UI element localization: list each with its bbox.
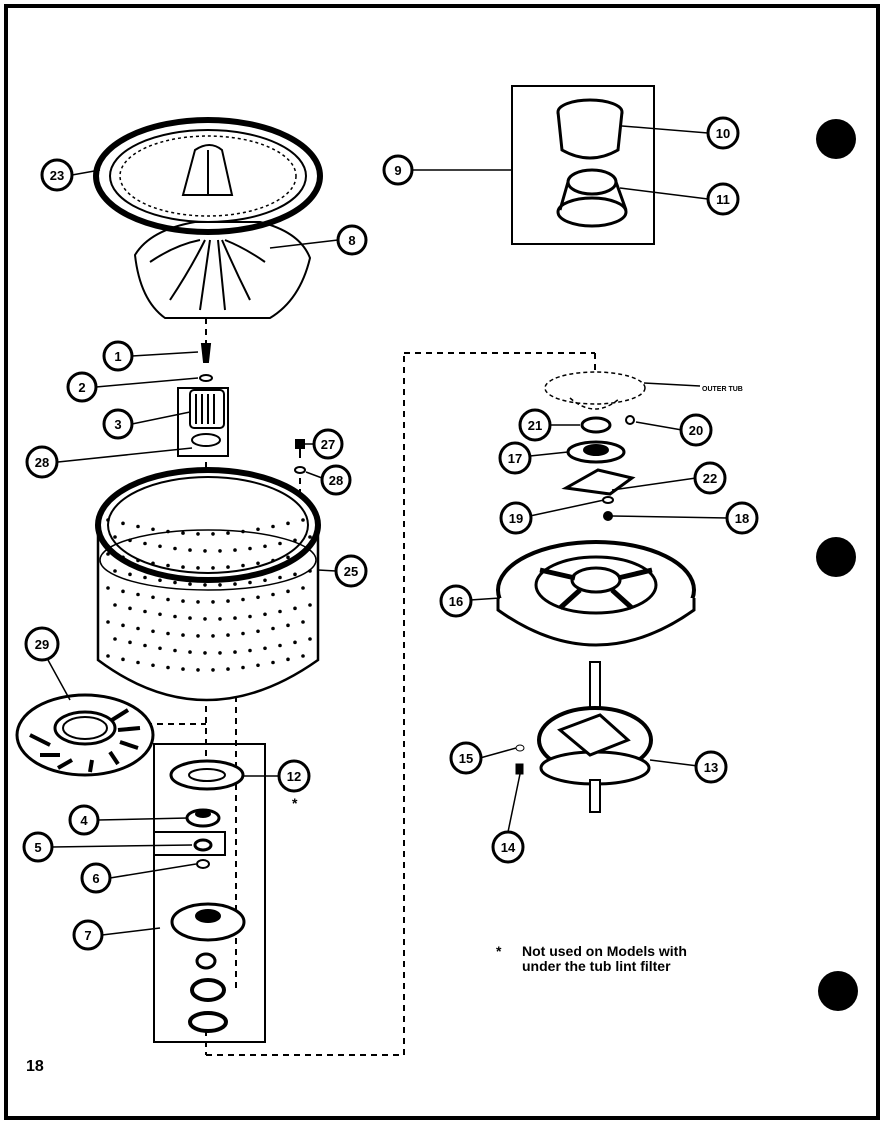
svg-text:28: 28 bbox=[329, 473, 343, 488]
callout-23: 23 bbox=[40, 158, 74, 192]
callout-21: 21 bbox=[518, 408, 552, 442]
small-parts-stack bbox=[177, 343, 229, 457]
svg-text:11: 11 bbox=[716, 192, 730, 207]
svg-text:3: 3 bbox=[114, 417, 121, 432]
callout-19: 19 bbox=[499, 501, 533, 535]
svg-text:1: 1 bbox=[114, 349, 121, 364]
callout-1: 1 bbox=[102, 340, 134, 372]
binder-hole-middle bbox=[816, 537, 856, 577]
svg-text:6: 6 bbox=[92, 871, 99, 886]
seal-kit-box bbox=[153, 743, 266, 1043]
svg-text:25: 25 bbox=[344, 564, 358, 579]
svg-text:5: 5 bbox=[34, 840, 41, 855]
outer-tub-outline bbox=[544, 371, 646, 410]
callout-7: 7 bbox=[72, 919, 104, 951]
callout-27: 27 bbox=[312, 428, 344, 460]
svg-text:28: 28 bbox=[35, 455, 49, 470]
callout-16: 16 bbox=[439, 584, 473, 618]
svg-text:23: 23 bbox=[50, 168, 64, 183]
callout-5: 5 bbox=[22, 831, 54, 863]
svg-text:14: 14 bbox=[501, 840, 516, 855]
footnote-line-1: Not used on Models with bbox=[522, 943, 687, 959]
svg-text:16: 16 bbox=[449, 594, 463, 609]
callout-18: 18 bbox=[725, 501, 759, 535]
lower-parts bbox=[169, 759, 246, 1033]
callout-12: 12 bbox=[277, 759, 311, 793]
svg-text:18: 18 bbox=[735, 511, 749, 526]
svg-text:29: 29 bbox=[35, 637, 49, 652]
callout-6: 6 bbox=[80, 862, 112, 894]
svg-text:12: 12 bbox=[287, 769, 301, 784]
right-small-parts bbox=[561, 415, 636, 521]
asterisk-marker: * bbox=[292, 795, 298, 811]
svg-text:20: 20 bbox=[689, 423, 703, 438]
callout-14: 14 bbox=[491, 830, 525, 864]
svg-text:19: 19 bbox=[509, 511, 523, 526]
svg-text:21: 21 bbox=[528, 418, 542, 433]
callout-9: 9 bbox=[382, 154, 414, 186]
callout-29: 29 bbox=[24, 626, 60, 662]
svg-text:17: 17 bbox=[508, 451, 522, 466]
agitator-ring-part bbox=[93, 117, 323, 235]
svg-text:9: 9 bbox=[394, 163, 401, 178]
svg-text:2: 2 bbox=[78, 380, 85, 395]
pulley-part-16 bbox=[496, 540, 696, 647]
callout-10: 10 bbox=[706, 116, 740, 150]
callout-4: 4 bbox=[68, 804, 100, 836]
callout-20: 20 bbox=[679, 413, 713, 447]
svg-text:10: 10 bbox=[716, 126, 730, 141]
leader-lines bbox=[47, 125, 729, 936]
diagram-border bbox=[4, 4, 880, 1120]
transmission-part-13 bbox=[515, 661, 653, 813]
agitator-part bbox=[133, 144, 312, 319]
hub-part-29 bbox=[15, 693, 155, 777]
svg-text:22: 22 bbox=[703, 471, 717, 486]
svg-text:15: 15 bbox=[459, 751, 473, 766]
callout-28-right: 28 bbox=[320, 464, 352, 496]
footnote-line-2: under the tub lint filter bbox=[522, 958, 671, 974]
binder-hole-top bbox=[816, 119, 856, 159]
callout-3: 3 bbox=[102, 408, 134, 440]
callout-circles: 23 8 9 10 11 1 2 3 28 27 28 25 29 12 4 5… bbox=[22, 116, 759, 951]
callout-28-left: 28 bbox=[25, 445, 59, 479]
callout-13: 13 bbox=[694, 750, 728, 784]
svg-text:27: 27 bbox=[321, 437, 335, 452]
callout-2: 2 bbox=[66, 371, 98, 403]
basket-perforations bbox=[106, 518, 312, 672]
wash-basket-part bbox=[95, 467, 321, 702]
svg-text:8: 8 bbox=[348, 233, 355, 248]
callout-25: 25 bbox=[334, 554, 368, 588]
page-number: 18 bbox=[26, 1058, 44, 1075]
bolt-27 bbox=[294, 439, 306, 474]
bearing-kit-box bbox=[511, 85, 655, 245]
footnote-symbol: * bbox=[496, 943, 502, 959]
callout-11: 11 bbox=[706, 182, 740, 216]
svg-text:4: 4 bbox=[80, 813, 88, 828]
callout-15: 15 bbox=[449, 741, 483, 775]
callout-8: 8 bbox=[336, 224, 368, 256]
svg-text:7: 7 bbox=[84, 928, 91, 943]
callout-22: 22 bbox=[693, 461, 727, 495]
callout-17: 17 bbox=[498, 441, 532, 475]
outer-tub-label: OUTER TUB bbox=[702, 386, 743, 393]
svg-text:13: 13 bbox=[704, 760, 718, 775]
binder-hole-bottom bbox=[818, 971, 858, 1011]
